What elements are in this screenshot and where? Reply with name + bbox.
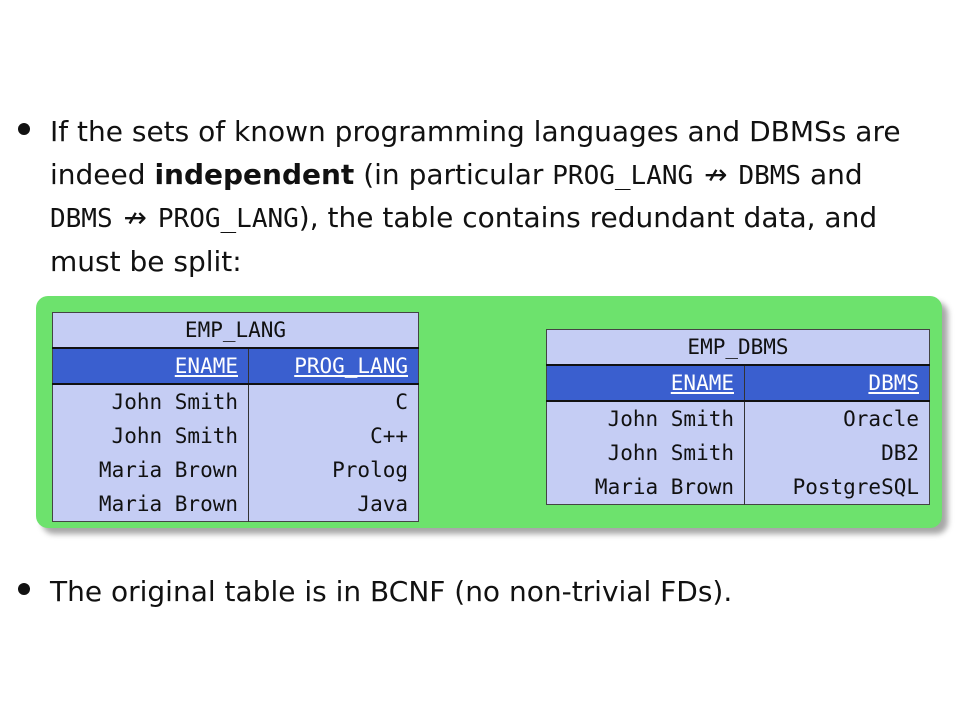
- column-header-dbms: DBMS: [744, 364, 930, 402]
- cell-prog-lang: Prolog: [248, 453, 419, 487]
- bullet-icon: [18, 583, 30, 595]
- emp-lang-table: EMP_LANG ENAME PROG_LANG John Smith C Jo…: [52, 312, 419, 522]
- column-header-ename: ENAME: [52, 347, 249, 385]
- text-segment: and: [801, 157, 863, 191]
- cell-dbms: DB2: [744, 436, 930, 470]
- code-prog-lang: PROG_LANG: [157, 204, 299, 234]
- bullet-bcnf-text: The original table is in BCNF (no non-tr…: [50, 575, 733, 608]
- table-title: EMP_DBMS: [546, 329, 930, 366]
- cell-dbms: PostgreSQL: [744, 470, 930, 505]
- not-determines-arrow-icon: ↛: [704, 157, 728, 191]
- table-row: John Smith C++: [53, 419, 419, 453]
- bullet-redundancy-text: If the sets of known programming languag…: [50, 111, 928, 283]
- code-dbms: DBMS: [50, 204, 113, 234]
- cell-ename: John Smith: [607, 441, 734, 465]
- bullet-icon: [18, 123, 30, 135]
- code-prog-lang: PROG_LANG: [552, 160, 694, 191]
- cell-prog-lang: C++: [248, 419, 419, 453]
- emp-dbms-table: EMP_DBMS ENAME DBMS John Smith Oracle Jo…: [546, 329, 930, 505]
- cell-ename: Maria Brown: [98, 458, 238, 482]
- bold-independent: independent: [154, 157, 355, 191]
- cell-ename: John Smith: [111, 390, 238, 414]
- column-header-prog-lang: PROG_LANG: [248, 347, 419, 385]
- table-row: Maria Brown Java: [53, 487, 419, 522]
- text-segment: ), the table contains redundant data, an…: [50, 201, 878, 278]
- cell-dbms: Oracle: [744, 401, 930, 436]
- text-segment: (in particular: [354, 157, 553, 191]
- code-dbms: DBMS: [738, 160, 802, 191]
- not-determines-arrow-icon: ↛: [123, 201, 147, 234]
- bullet-bcnf: The original table is in BCNF (no non-tr…: [18, 571, 928, 614]
- table-row: John Smith Oracle: [547, 401, 930, 436]
- table-row: Maria Brown Prolog: [53, 453, 419, 487]
- column-header-ename: ENAME: [546, 364, 745, 402]
- table-title: EMP_LANG: [52, 312, 419, 349]
- cell-prog-lang: C: [248, 384, 419, 419]
- cell-ename: John Smith: [607, 407, 734, 431]
- table-row: John Smith DB2: [547, 436, 930, 470]
- cell-ename: Maria Brown: [98, 492, 238, 516]
- cell-prog-lang: Java: [248, 487, 419, 522]
- table-row: Maria Brown PostgreSQL: [547, 470, 930, 505]
- cell-ename: Maria Brown: [594, 475, 734, 499]
- text-segment: If the sets of known programming languag…: [50, 115, 901, 191]
- cell-ename: John Smith: [111, 424, 238, 448]
- bullet-redundancy: If the sets of known programming languag…: [18, 111, 928, 283]
- table-row: John Smith C: [53, 384, 419, 419]
